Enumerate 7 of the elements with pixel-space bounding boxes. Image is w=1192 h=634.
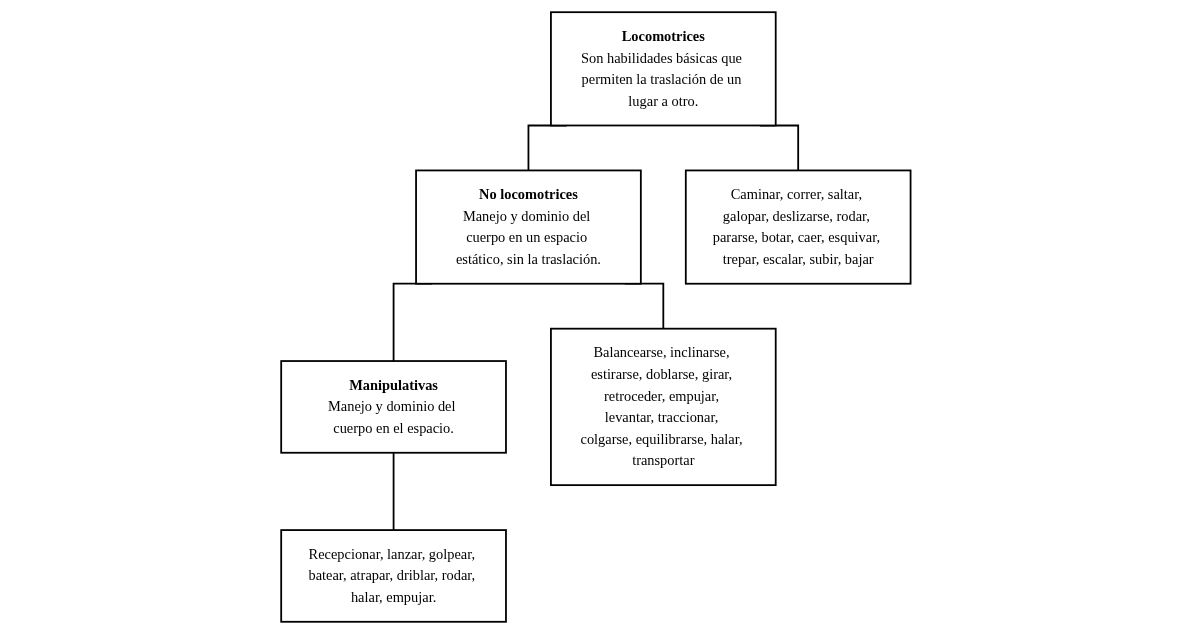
connector — [392, 451, 395, 531]
node-box: No locomotrices Manejo y dominio del cuerpo en un espacio estático, sin la traslación. — [415, 169, 642, 285]
node-box: Caminar, correr, saltar, galopar, deslizarse, rodar, pararse, botar, caer, esquivar, trepar, escalar, subir, bajar — [685, 169, 912, 285]
node-box: Recepcionar, lanzar, golpear, batear, atrapar, driblar, rodar, halar, empujar. — [280, 529, 507, 623]
node-box: Manipulativas Manejo y dominio del cuerpo en el espacio. — [280, 360, 507, 454]
node-box: Locomotrices Son habilidades básicas que permiten la traslación de un lugar a otro. — [550, 11, 777, 127]
node-box: Balancearse, inclinarse, estirarse, doblarse, girar, retroceder, empujar, levantar, traccionar, colgarse, equilibrarse, halar, transportar — [550, 327, 777, 487]
